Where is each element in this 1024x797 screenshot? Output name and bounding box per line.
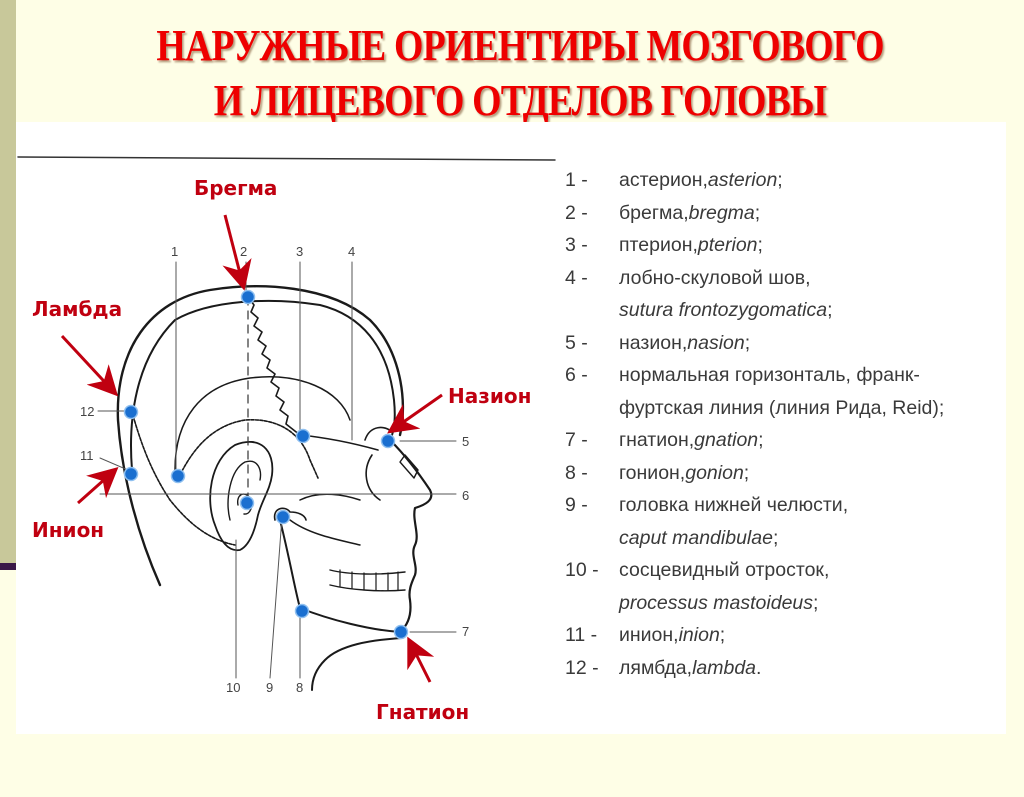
mastoid-dot bbox=[239, 495, 255, 511]
head-landmarks-diagram bbox=[17, 156, 556, 691]
label-10: 10 bbox=[226, 680, 241, 695]
title-line-1: НАРУЖНЫЕ ОРИЕНТИРЫ МОЗГОВОГО bbox=[156, 21, 884, 70]
callout-lambda: Ламбда bbox=[32, 297, 123, 321]
legend-item-9-cont: caput mandibulae; bbox=[619, 526, 779, 549]
label-8: 8 bbox=[296, 680, 304, 695]
label-5: 5 bbox=[462, 434, 470, 449]
slide-side-band bbox=[0, 0, 16, 563]
legend-item-10-cont: processus mastoideus; bbox=[619, 591, 819, 614]
number-labels: 1 2 3 4 5 6 7 8 9 10 11 12 bbox=[16, 122, 576, 734]
label-3: 3 bbox=[296, 244, 304, 259]
legend-item-4: 4 - лобно-скуловой шов, bbox=[565, 266, 811, 289]
callout-inion: Инион bbox=[32, 518, 105, 542]
legend-item-9: 9 - головка нижней челюсти, bbox=[565, 494, 849, 516]
slide-side-stripe bbox=[0, 563, 16, 570]
legend-list: 1 - астерион, asterion; 2 - брегма, breg… bbox=[565, 164, 1024, 684]
lambda-arrow bbox=[60, 334, 119, 397]
gonion-dot bbox=[294, 603, 310, 619]
page-title: НАРУЖНЫЕ ОРИЕНТИРЫ МОЗГОВОГО И ЛИЦЕВОГО … bbox=[90, 18, 950, 128]
legend-item-7: 7 - гнатион, gnation; bbox=[565, 429, 764, 451]
label-1: 1 bbox=[171, 244, 179, 259]
callout-gnathion: Гнатион bbox=[376, 700, 470, 724]
callout-bregma: Брегма bbox=[194, 176, 278, 200]
legend-item-3: 3 - птерион, pterion; bbox=[565, 234, 763, 256]
bregma-dot bbox=[240, 289, 256, 305]
figure-panel: 1 2 3 4 5 6 7 8 9 10 11 12 bbox=[16, 122, 1006, 734]
legend-item-6-cont: фуртская линия (линия Рида, Reid); bbox=[619, 396, 945, 419]
label-9: 9 bbox=[266, 680, 274, 695]
asterion-dot bbox=[170, 468, 186, 484]
label-2: 2 bbox=[240, 244, 248, 259]
nasion-dot bbox=[380, 433, 396, 449]
legend-item-10: 10 - сосцевидный отросток, bbox=[565, 559, 830, 581]
lambda-dot bbox=[123, 404, 139, 420]
title-line-2: И ЛИЦЕВОГО ОТДЕЛОВ ГОЛОВЫ bbox=[213, 76, 827, 125]
legend-item-1: 1 - астерион, asterion; bbox=[565, 169, 783, 191]
legend-item-8: 8 - гонион, gonion; bbox=[565, 461, 750, 484]
legend-item-12: 12 - лямбда, lambda. bbox=[565, 656, 762, 679]
legend-item-11: 11 - инион, inion; bbox=[565, 624, 726, 646]
legend-item-6: 6 - нормальная горизонталь, франк- bbox=[565, 364, 920, 386]
label-6: 6 bbox=[462, 488, 470, 503]
legend-item-2: 2 - брегма, bregma; bbox=[565, 201, 761, 224]
callout-nasion: Назион bbox=[448, 384, 532, 408]
label-4: 4 bbox=[348, 244, 356, 259]
gnathion-dot bbox=[393, 624, 409, 640]
nasion-arrow bbox=[387, 393, 443, 434]
landmark-markers bbox=[60, 214, 443, 683]
label-11: 11 bbox=[80, 448, 94, 463]
label-12: 12 bbox=[80, 404, 95, 419]
inion-arrow bbox=[77, 467, 119, 505]
inion-dot bbox=[123, 466, 139, 482]
pterion-dot bbox=[295, 428, 311, 444]
legend-item-4-cont: sutura frontozygomatica; bbox=[619, 299, 833, 321]
bregma-arrow bbox=[222, 214, 252, 291]
legend-item-5: 5 - назион, nasion; bbox=[565, 331, 751, 354]
condyle-dot bbox=[275, 509, 291, 525]
gnathion-arrow bbox=[407, 636, 435, 683]
label-7: 7 bbox=[462, 624, 470, 639]
